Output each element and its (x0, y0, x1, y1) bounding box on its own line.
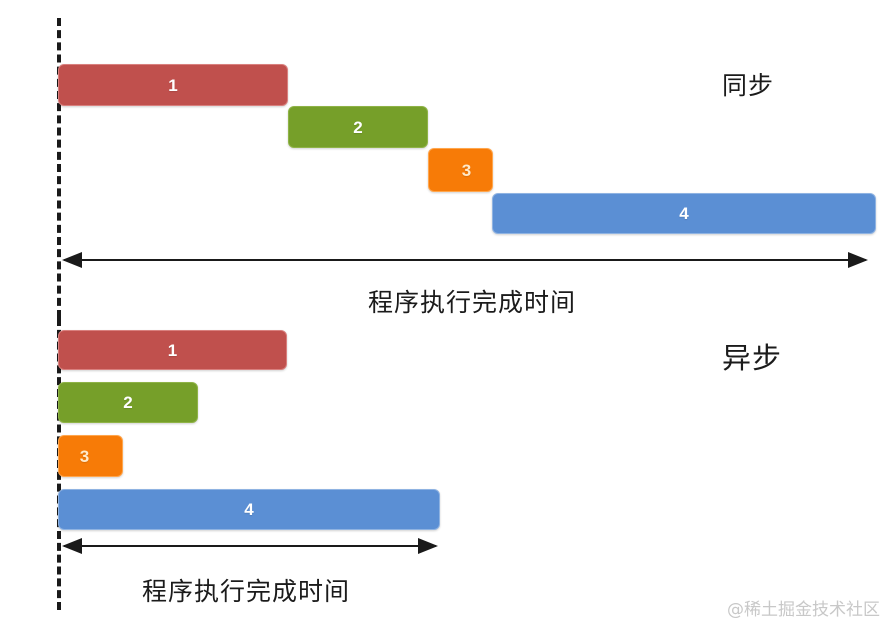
duration-arrow-sync (62, 252, 868, 268)
section-title-async: 异步 (722, 341, 783, 375)
task-bar-label: 4 (679, 204, 689, 223)
task-bar-sync-4: 4 (492, 193, 876, 234)
section-title-sync: 同步 (722, 71, 775, 100)
task-bar-sync-2: 2 (288, 106, 428, 148)
task-bar-label: 3 (79, 446, 90, 466)
task-bar-label: 1 (167, 340, 178, 360)
task-bar-label: 2 (353, 117, 363, 137)
task-bar-async-1: 1 (58, 330, 287, 370)
task-bar-async-2: 2 (58, 382, 198, 423)
duration-arrow-async (62, 538, 438, 554)
task-bar-label: 4 (244, 500, 254, 519)
task-bar-label: 1 (168, 75, 178, 95)
axis-caption-sync: 程序执行完成时间 (368, 288, 577, 317)
task-bar-sync-1: 1 (58, 64, 288, 106)
axis-caption-async: 程序执行完成时间 (142, 577, 351, 606)
watermark: @稀土掘金技术社区 (727, 600, 880, 620)
task-bar-label: 3 (461, 160, 472, 180)
task-bar-label: 2 (123, 393, 133, 412)
task-bar-async-3: 3 (58, 435, 123, 477)
task-bar-async-4: 4 (58, 489, 440, 530)
task-bar-sync-3: 3 (428, 148, 493, 192)
start-time-axis-top (57, 18, 61, 318)
